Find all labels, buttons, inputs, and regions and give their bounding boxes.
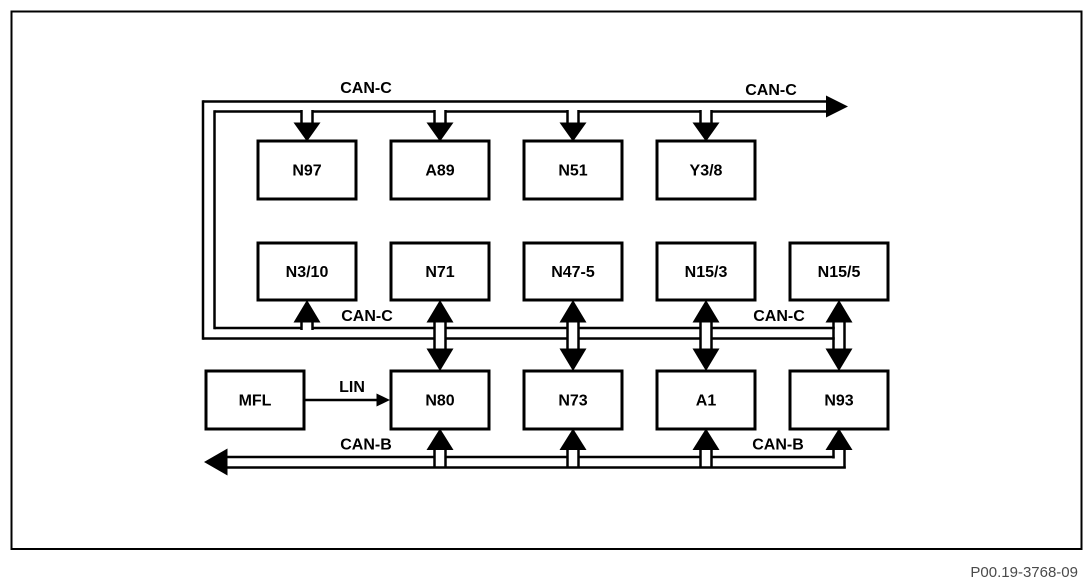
can-c-middle-bus [203, 300, 853, 371]
stem-gap [834, 448, 844, 466]
down-arrowhead-icon [426, 122, 454, 142]
box-label-n80: N80 [425, 393, 454, 410]
up-stem [566, 449, 580, 467]
stem-gap [701, 448, 711, 466]
box-n3-10 [256, 241, 358, 302]
down-arrowhead-icon [825, 348, 853, 371]
up-stem [832, 449, 846, 469]
down-arrowhead-icon [293, 122, 321, 142]
box-n93 [788, 369, 890, 431]
down-arrowhead-icon [692, 348, 720, 371]
box-label-n15-5: N15/5 [818, 264, 861, 281]
up-stem [300, 322, 314, 330]
bus-label-can-b-left: CAN-B [340, 437, 392, 454]
top-bus-drop-arrows [293, 109, 720, 142]
box-label-n15-3: N15/3 [685, 264, 728, 281]
stem-gap [435, 448, 445, 466]
down-arrowhead-icon [559, 122, 587, 142]
stem-gap [435, 109, 445, 114]
up-arrowhead-icon [559, 300, 587, 323]
box-label-n73: N73 [558, 393, 587, 410]
box-a89 [389, 139, 491, 201]
stem-gap [302, 326, 312, 330]
up-arrowhead-icon [293, 300, 321, 323]
lin-link [304, 393, 390, 407]
up-arrowhead-icon [426, 300, 454, 323]
box-y3-8 [655, 139, 757, 201]
box-mfl [204, 369, 306, 431]
bus-label-can-b-right: CAN-B [752, 437, 804, 454]
bus-label-can-c-mid-left: CAN-C [341, 308, 393, 325]
top-bus-right-arrowhead-icon [826, 95, 848, 118]
box-n51 [522, 139, 624, 201]
box-label-y3-8: Y3/8 [690, 163, 723, 180]
down-arrowhead-icon [559, 348, 587, 371]
box-label-mfl: MFL [239, 393, 272, 410]
up-stem [433, 449, 447, 467]
stem-gap [568, 109, 578, 114]
labels: N97 A89 N51 Y3/8 N3/10 N71 N47-5 N15/3 N… [239, 80, 1078, 581]
box-label-n51: N51 [558, 163, 587, 180]
box-label-n71: N71 [425, 264, 454, 281]
up-arrowhead-icon [559, 428, 587, 450]
box-n15-5 [788, 241, 890, 302]
can-b-bottom-bus [204, 428, 853, 476]
box-n80 [389, 369, 491, 431]
stem-gap [701, 109, 711, 114]
box-label-a89: A89 [425, 163, 454, 180]
right-arrowhead-icon [376, 393, 390, 407]
through-stem [832, 322, 846, 350]
down-arrowhead-icon [692, 122, 720, 142]
up-arrowhead-icon [825, 428, 853, 450]
box-n97 [256, 139, 358, 201]
up-arrowhead-icon [825, 300, 853, 323]
bus-label-can-c-mid-right: CAN-C [753, 308, 805, 325]
stem-gap [568, 325, 578, 342]
drop-stem [433, 110, 447, 124]
drop-stem [699, 110, 713, 124]
drop-stem [566, 110, 580, 124]
through-stem [433, 322, 447, 350]
box-a1 [655, 369, 757, 431]
through-stem [566, 322, 580, 350]
left-arrowhead-icon [204, 448, 228, 476]
bus-label-lin: LIN [339, 379, 365, 396]
stem-gap [568, 448, 578, 466]
stem-gap [302, 109, 312, 114]
box-label-n93: N93 [824, 393, 853, 410]
down-arrowhead-icon [426, 348, 454, 371]
box-label-n97: N97 [292, 163, 321, 180]
stem-gap [435, 325, 445, 342]
up-stem [699, 449, 713, 467]
box-label-n47-5: N47-5 [551, 264, 595, 281]
up-arrowhead-icon [692, 300, 720, 323]
can-c-top-bus [201, 95, 848, 340]
stem-gap [701, 325, 711, 342]
module-boxes [204, 139, 890, 431]
box-label-a1: A1 [696, 393, 717, 410]
bus-label-can-c-top-left: CAN-C [340, 80, 392, 97]
figure-number-caption: P00.19-3768-09 [970, 564, 1078, 581]
up-arrowhead-icon [426, 428, 454, 450]
drop-stem [300, 110, 314, 124]
box-n73 [522, 369, 624, 431]
box-n47-5 [522, 241, 624, 302]
box-n71 [389, 241, 491, 302]
diagram-border [10, 10, 1083, 550]
up-arrowhead-icon [692, 428, 720, 450]
through-stem [699, 322, 713, 350]
box-n15-3 [655, 241, 757, 302]
box-label-n3-10: N3/10 [286, 264, 329, 281]
bus-label-can-c-top-right: CAN-C [745, 82, 797, 99]
